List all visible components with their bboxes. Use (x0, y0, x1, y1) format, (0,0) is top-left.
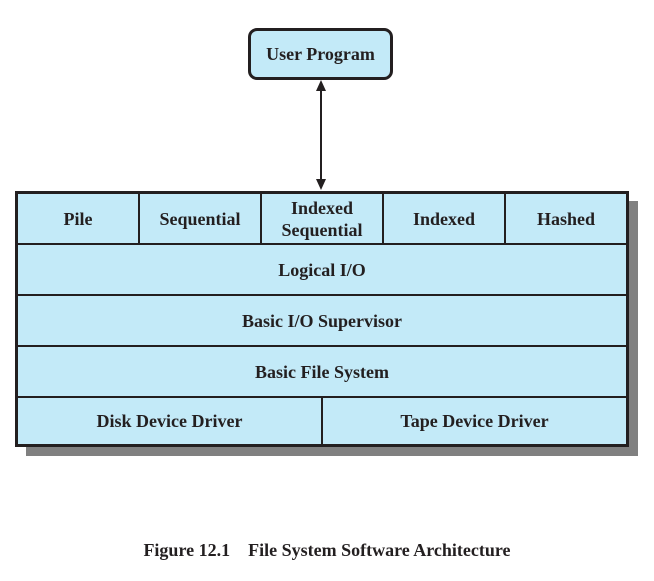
access-method-label: Indexed (412, 208, 475, 229)
access-method-hashed: Hashed (504, 194, 626, 243)
figure-title: File System Software Architecture (248, 540, 511, 560)
layer-label: Basic I/O Supervisor (241, 310, 402, 331)
access-method-label: Hashed (536, 208, 596, 229)
layer-label: Logical I/O (278, 259, 366, 280)
layer-basic-file-system: Basic File System (18, 345, 626, 396)
user-program-box: User Program (248, 28, 393, 80)
access-method-indexed-sequential: Indexed Sequential (260, 194, 382, 243)
driver-label: Tape Device Driver (400, 411, 549, 431)
figure-number: Figure 12.1 (143, 540, 231, 560)
access-method-sequential: Sequential (138, 194, 260, 243)
tape-device-driver: Tape Device Driver (321, 398, 626, 444)
file-system-stack: Pile Sequential Indexed Sequential Index… (15, 191, 629, 447)
device-drivers-row: Disk Device Driver Tape Device Driver (18, 396, 626, 444)
arrow-head-up-icon (316, 80, 326, 91)
layer-label: Basic File System (255, 361, 389, 382)
figure-caption: Figure 12.1 File System Software Archite… (0, 540, 654, 561)
access-method-label: Sequential (159, 208, 241, 229)
user-program-label: User Program (266, 44, 375, 64)
access-methods-row: Pile Sequential Indexed Sequential Index… (18, 194, 626, 243)
layer-basic-io-supervisor: Basic I/O Supervisor (18, 294, 626, 345)
access-method-label: Indexed Sequential (281, 197, 363, 240)
driver-label: Disk Device Driver (96, 411, 243, 431)
access-method-pile: Pile (18, 194, 138, 243)
access-method-label: Pile (63, 208, 93, 229)
layer-logical-io: Logical I/O (18, 243, 626, 294)
access-method-indexed: Indexed (382, 194, 504, 243)
arrow-head-down-icon (316, 179, 326, 190)
disk-device-driver: Disk Device Driver (18, 398, 321, 444)
